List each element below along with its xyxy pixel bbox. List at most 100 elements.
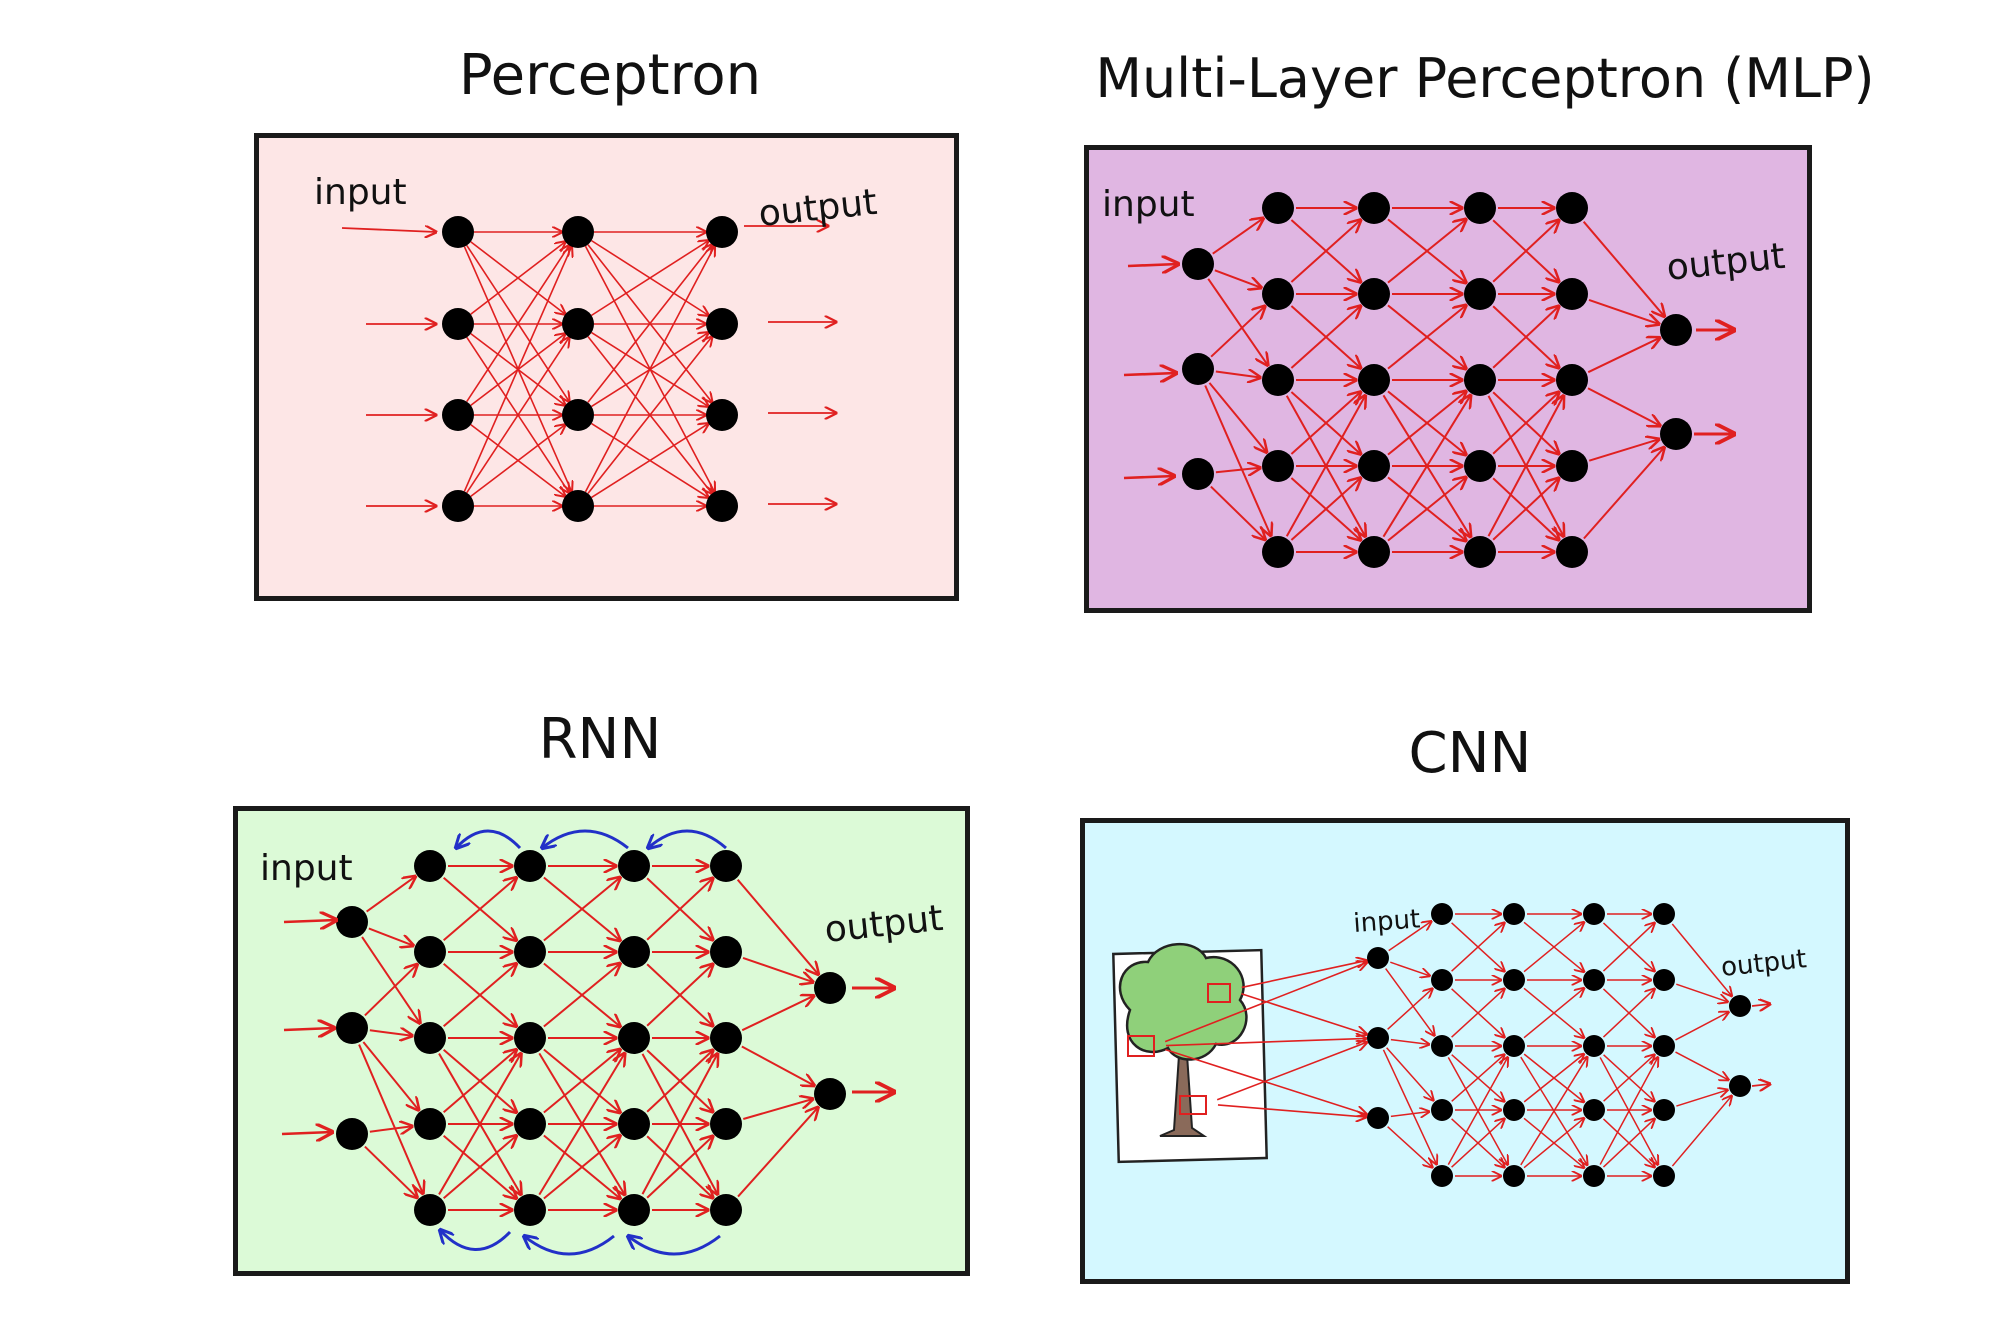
connection-arrow — [1217, 1104, 1366, 1117]
neuron-node — [706, 216, 738, 248]
rnn-output-label: output — [823, 898, 945, 951]
connection-arrow — [591, 241, 708, 317]
connection-arrow — [369, 1126, 412, 1131]
recurrent-arrow — [440, 1230, 512, 1251]
connection-arrow — [1492, 392, 1559, 455]
neuron-node — [710, 936, 742, 968]
connection-arrow — [1583, 448, 1664, 540]
connection-arrow — [1207, 278, 1268, 365]
neuron-node — [562, 490, 594, 522]
neuron-node — [562, 308, 594, 340]
neuron-node — [1503, 1035, 1525, 1057]
connection-arrow — [1214, 269, 1261, 287]
connection-arrow — [369, 1030, 412, 1035]
neuron-node — [710, 1022, 742, 1054]
connection-arrow — [1582, 221, 1665, 317]
neuron-node — [1583, 1099, 1605, 1121]
connection-arrow — [442, 878, 517, 942]
neuron-node — [1431, 1099, 1453, 1121]
mlp-input-label: input — [1102, 184, 1195, 225]
connection-arrow — [1387, 989, 1433, 1030]
neuron-node — [1431, 969, 1453, 991]
connection-arrow — [1671, 923, 1731, 996]
connection-arrow — [1676, 983, 1727, 1002]
connection-arrow — [1447, 1057, 1507, 1165]
neuron-node — [1583, 903, 1605, 925]
neuron-node — [618, 1022, 650, 1054]
connection-arrow — [1523, 988, 1584, 1039]
neuron-node — [1367, 947, 1389, 969]
neuron-node — [1367, 1107, 1389, 1129]
connection-arrow — [1385, 968, 1435, 1036]
neuron-node — [336, 1118, 368, 1150]
io-arrow — [281, 1132, 332, 1134]
connection-arrow — [1210, 485, 1265, 540]
connection-arrow — [466, 337, 569, 494]
neuron-node — [706, 308, 738, 340]
neuron-node — [1556, 450, 1588, 482]
neuron-node — [1653, 903, 1675, 925]
neuron-node — [1583, 1035, 1605, 1057]
neuron-node — [1182, 458, 1214, 490]
connection-arrow — [1387, 219, 1466, 284]
connection-arrow — [1599, 1057, 1658, 1165]
connection-arrow — [1675, 1051, 1729, 1080]
connection-arrow — [1204, 385, 1271, 535]
recurrent-arrow — [456, 829, 522, 848]
neuron-node — [442, 399, 474, 431]
connection-arrow — [1290, 306, 1360, 369]
neuron-node — [1464, 450, 1496, 482]
connection-arrow — [361, 936, 420, 1023]
connection-arrow — [543, 1135, 620, 1200]
io-arrow — [283, 1028, 334, 1030]
io-arrow — [283, 920, 336, 922]
connection-arrow — [1487, 396, 1563, 537]
connection-arrow — [1208, 382, 1266, 452]
connection-arrow — [364, 965, 417, 1017]
io-arrow — [1127, 264, 1178, 266]
connection-arrow — [743, 1099, 812, 1120]
connection-arrow — [466, 245, 569, 403]
neuron-node — [1464, 192, 1496, 224]
connection-arrow — [1492, 306, 1559, 369]
connection-arrow — [1386, 1047, 1434, 1101]
connection-arrow — [1216, 1042, 1367, 1101]
perceptron-input-label: input — [314, 172, 407, 213]
cnn-network — [1164, 903, 1770, 1187]
connection-arrow — [1382, 395, 1470, 538]
connection-arrow — [641, 1054, 717, 1195]
neuron-node — [1653, 1165, 1675, 1187]
panel-perceptron — [254, 133, 959, 601]
title-mlp: Multi-Layer Perceptron (MLP) — [1095, 47, 1875, 110]
neuron-node — [1556, 536, 1588, 568]
connection-arrow — [442, 964, 517, 1028]
title-cnn: CNN — [1408, 721, 1532, 786]
neuron-node — [1358, 192, 1390, 224]
connection-arrow — [1390, 1040, 1429, 1045]
connection-arrow — [1523, 1054, 1584, 1103]
neuron-node — [414, 1108, 446, 1140]
cnn-input-image — [1112, 943, 1268, 1164]
neuron-node — [710, 1108, 742, 1140]
neuron-node — [1660, 418, 1692, 450]
connection-arrow — [1390, 1112, 1429, 1117]
neuron-node — [414, 850, 446, 882]
neuron-node — [1182, 248, 1214, 280]
connection-arrow — [591, 424, 709, 499]
neuron-node — [1653, 1035, 1675, 1057]
connection-arrow — [364, 1145, 417, 1198]
connection-arrow — [584, 246, 714, 493]
neuron-node — [442, 216, 474, 248]
title-perceptron: Perceptron — [458, 43, 762, 108]
neuron-node — [1358, 450, 1390, 482]
connection-arrow — [646, 964, 713, 1027]
image-patch — [1127, 1035, 1155, 1057]
connection-arrow — [1388, 921, 1432, 952]
connection-arrow — [1390, 961, 1429, 976]
connection-arrow — [366, 876, 416, 913]
connection-arrow — [1523, 922, 1584, 973]
neuron-node — [1262, 450, 1294, 482]
connection-arrow — [587, 337, 712, 494]
neuron-node — [1367, 1027, 1389, 1049]
connection-arrow — [1492, 220, 1559, 283]
